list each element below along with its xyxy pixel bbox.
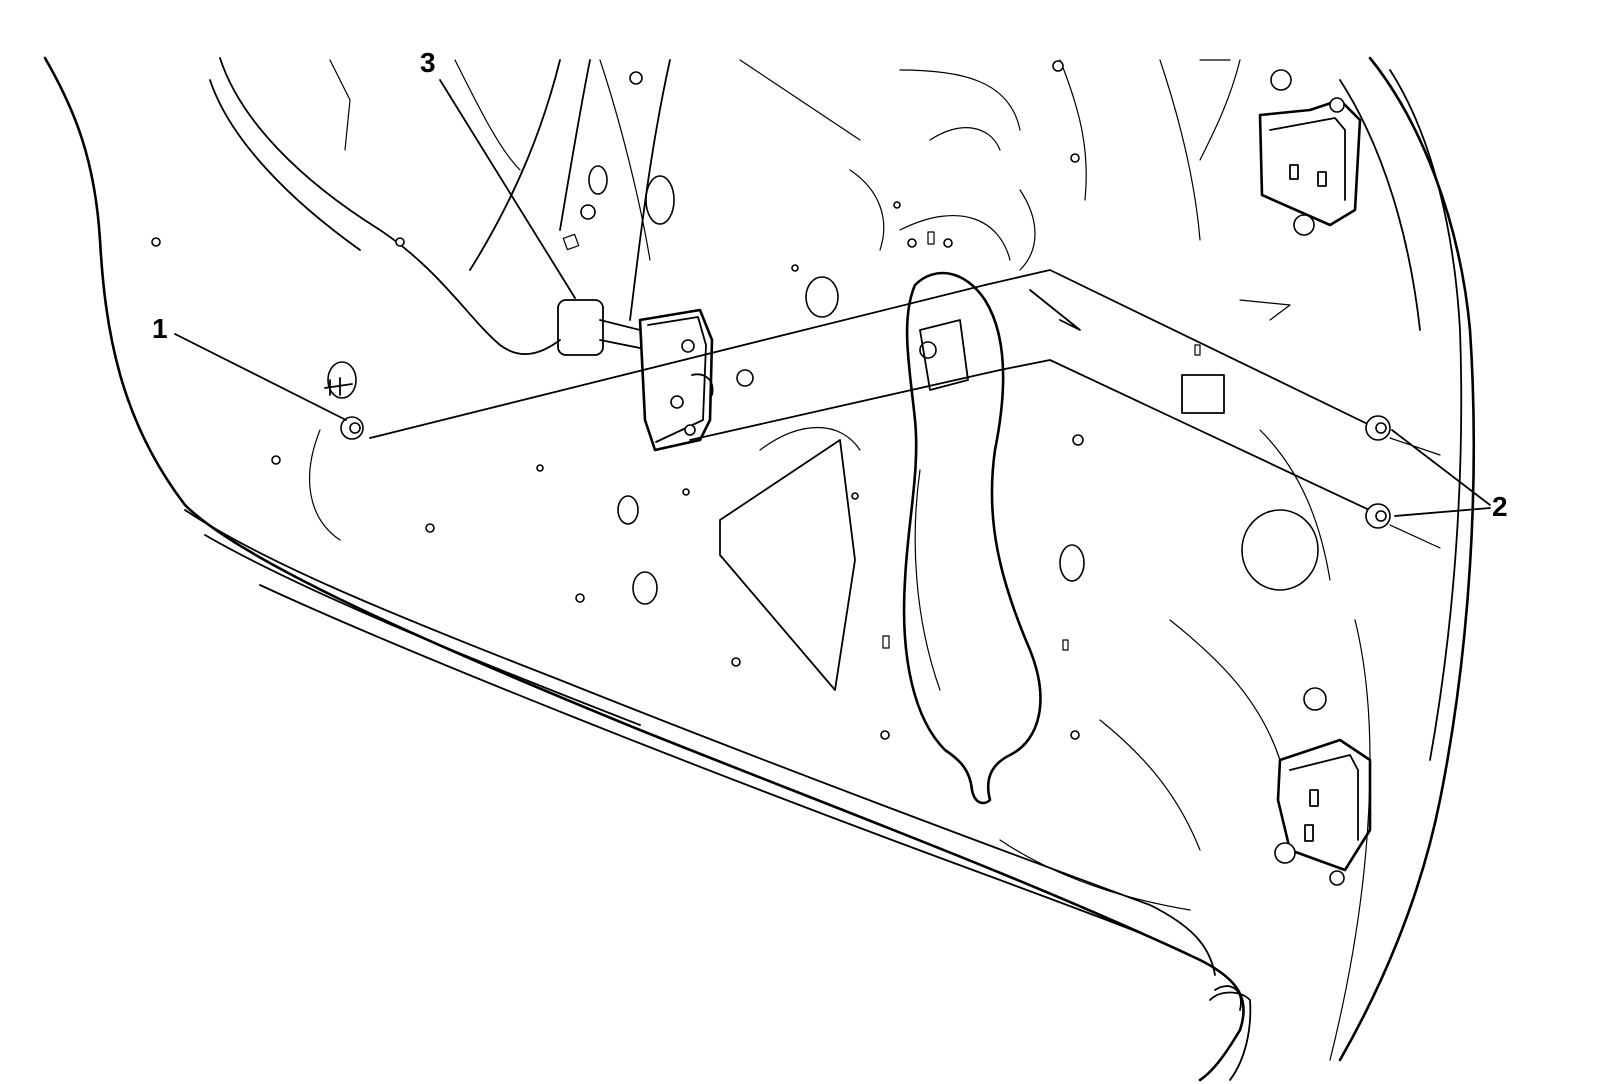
mounting-nut-left bbox=[340, 416, 364, 440]
upper-hinge bbox=[1258, 69, 1362, 236]
callout-3: 3 bbox=[420, 47, 436, 78]
leader-lines bbox=[174, 79, 1491, 517]
callout-1-label: 1 bbox=[152, 313, 168, 344]
check-link-assembly bbox=[369, 269, 1441, 549]
panel-opening bbox=[902, 271, 1042, 805]
callout-3-label: 3 bbox=[420, 47, 436, 78]
callout-1: 1 bbox=[152, 313, 168, 344]
callout-2-label: 2 bbox=[1492, 491, 1508, 522]
lower-hinge bbox=[1274, 687, 1372, 886]
mounting-nut-right-upper bbox=[1365, 415, 1391, 441]
panel-holes bbox=[151, 60, 1319, 1011]
callout-2: 2 bbox=[1492, 491, 1508, 522]
door-panel-outline bbox=[43, 56, 1476, 1082]
mounting-nut-right-lower bbox=[1365, 503, 1391, 529]
